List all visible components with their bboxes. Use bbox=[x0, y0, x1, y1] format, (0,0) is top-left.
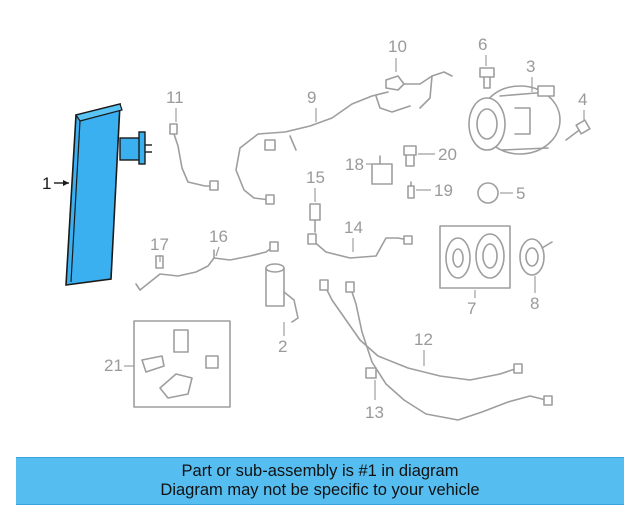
callout-20: 20 bbox=[438, 145, 457, 164]
leader-16 bbox=[215, 246, 220, 257]
callout-6: 6 bbox=[478, 35, 487, 54]
drier-part-2[interactable] bbox=[265, 263, 299, 323]
bolt-part-6[interactable] bbox=[479, 67, 495, 89]
callout-17: 17 bbox=[150, 235, 169, 254]
diagram-caption-banner: Part or sub-assembly is #1 in diagram Di… bbox=[16, 457, 624, 505]
callout-1: 1 bbox=[42, 174, 51, 193]
seal-kit-part-21[interactable] bbox=[133, 320, 231, 408]
line-part-12-13[interactable] bbox=[319, 279, 553, 421]
condenser-part-1[interactable] bbox=[65, 102, 152, 286]
caption-line-2: Diagram may not be specific to your vehi… bbox=[160, 481, 480, 499]
clutch-part-7[interactable] bbox=[439, 225, 511, 289]
cap-part-5[interactable] bbox=[477, 182, 499, 204]
callout-4: 4 bbox=[578, 90, 587, 109]
parts-diagram: 1 11 9 10 6 3 bbox=[42, 35, 591, 422]
callout-10: 10 bbox=[388, 37, 407, 56]
callout-7: 7 bbox=[467, 299, 476, 318]
line-part-11[interactable] bbox=[169, 123, 219, 191]
callout-13: 13 bbox=[365, 403, 384, 422]
switch-part-4[interactable] bbox=[565, 119, 591, 141]
callout-9: 9 bbox=[307, 88, 316, 107]
callout-3: 3 bbox=[526, 57, 535, 76]
callout-21: 21 bbox=[104, 356, 123, 375]
callout-2: 2 bbox=[278, 337, 287, 356]
callout-14: 14 bbox=[344, 218, 363, 237]
cap-part-10[interactable] bbox=[385, 71, 453, 109]
caption-line-1: Part or sub-assembly is #1 in diagram bbox=[181, 462, 459, 480]
callout-5: 5 bbox=[516, 184, 525, 203]
fitting-part-20[interactable] bbox=[403, 145, 417, 167]
leader-1-arrow bbox=[63, 180, 69, 186]
coil-part-8[interactable] bbox=[519, 238, 553, 276]
callout-19: 19 bbox=[434, 181, 453, 200]
callout-11: 11 bbox=[166, 88, 184, 107]
bracket-part-18[interactable] bbox=[371, 155, 393, 185]
callout-18: 18 bbox=[345, 155, 364, 174]
line-part-14[interactable] bbox=[307, 233, 413, 259]
hose-part-9[interactable] bbox=[235, 91, 411, 205]
compressor-part-3[interactable] bbox=[468, 85, 561, 155]
callout-15: 15 bbox=[306, 168, 325, 187]
callout-12: 12 bbox=[414, 330, 433, 349]
valve-part-19[interactable] bbox=[407, 181, 415, 199]
callout-16: 16 bbox=[209, 227, 228, 246]
callout-8: 8 bbox=[530, 294, 539, 313]
switch-part-15[interactable] bbox=[309, 203, 321, 233]
